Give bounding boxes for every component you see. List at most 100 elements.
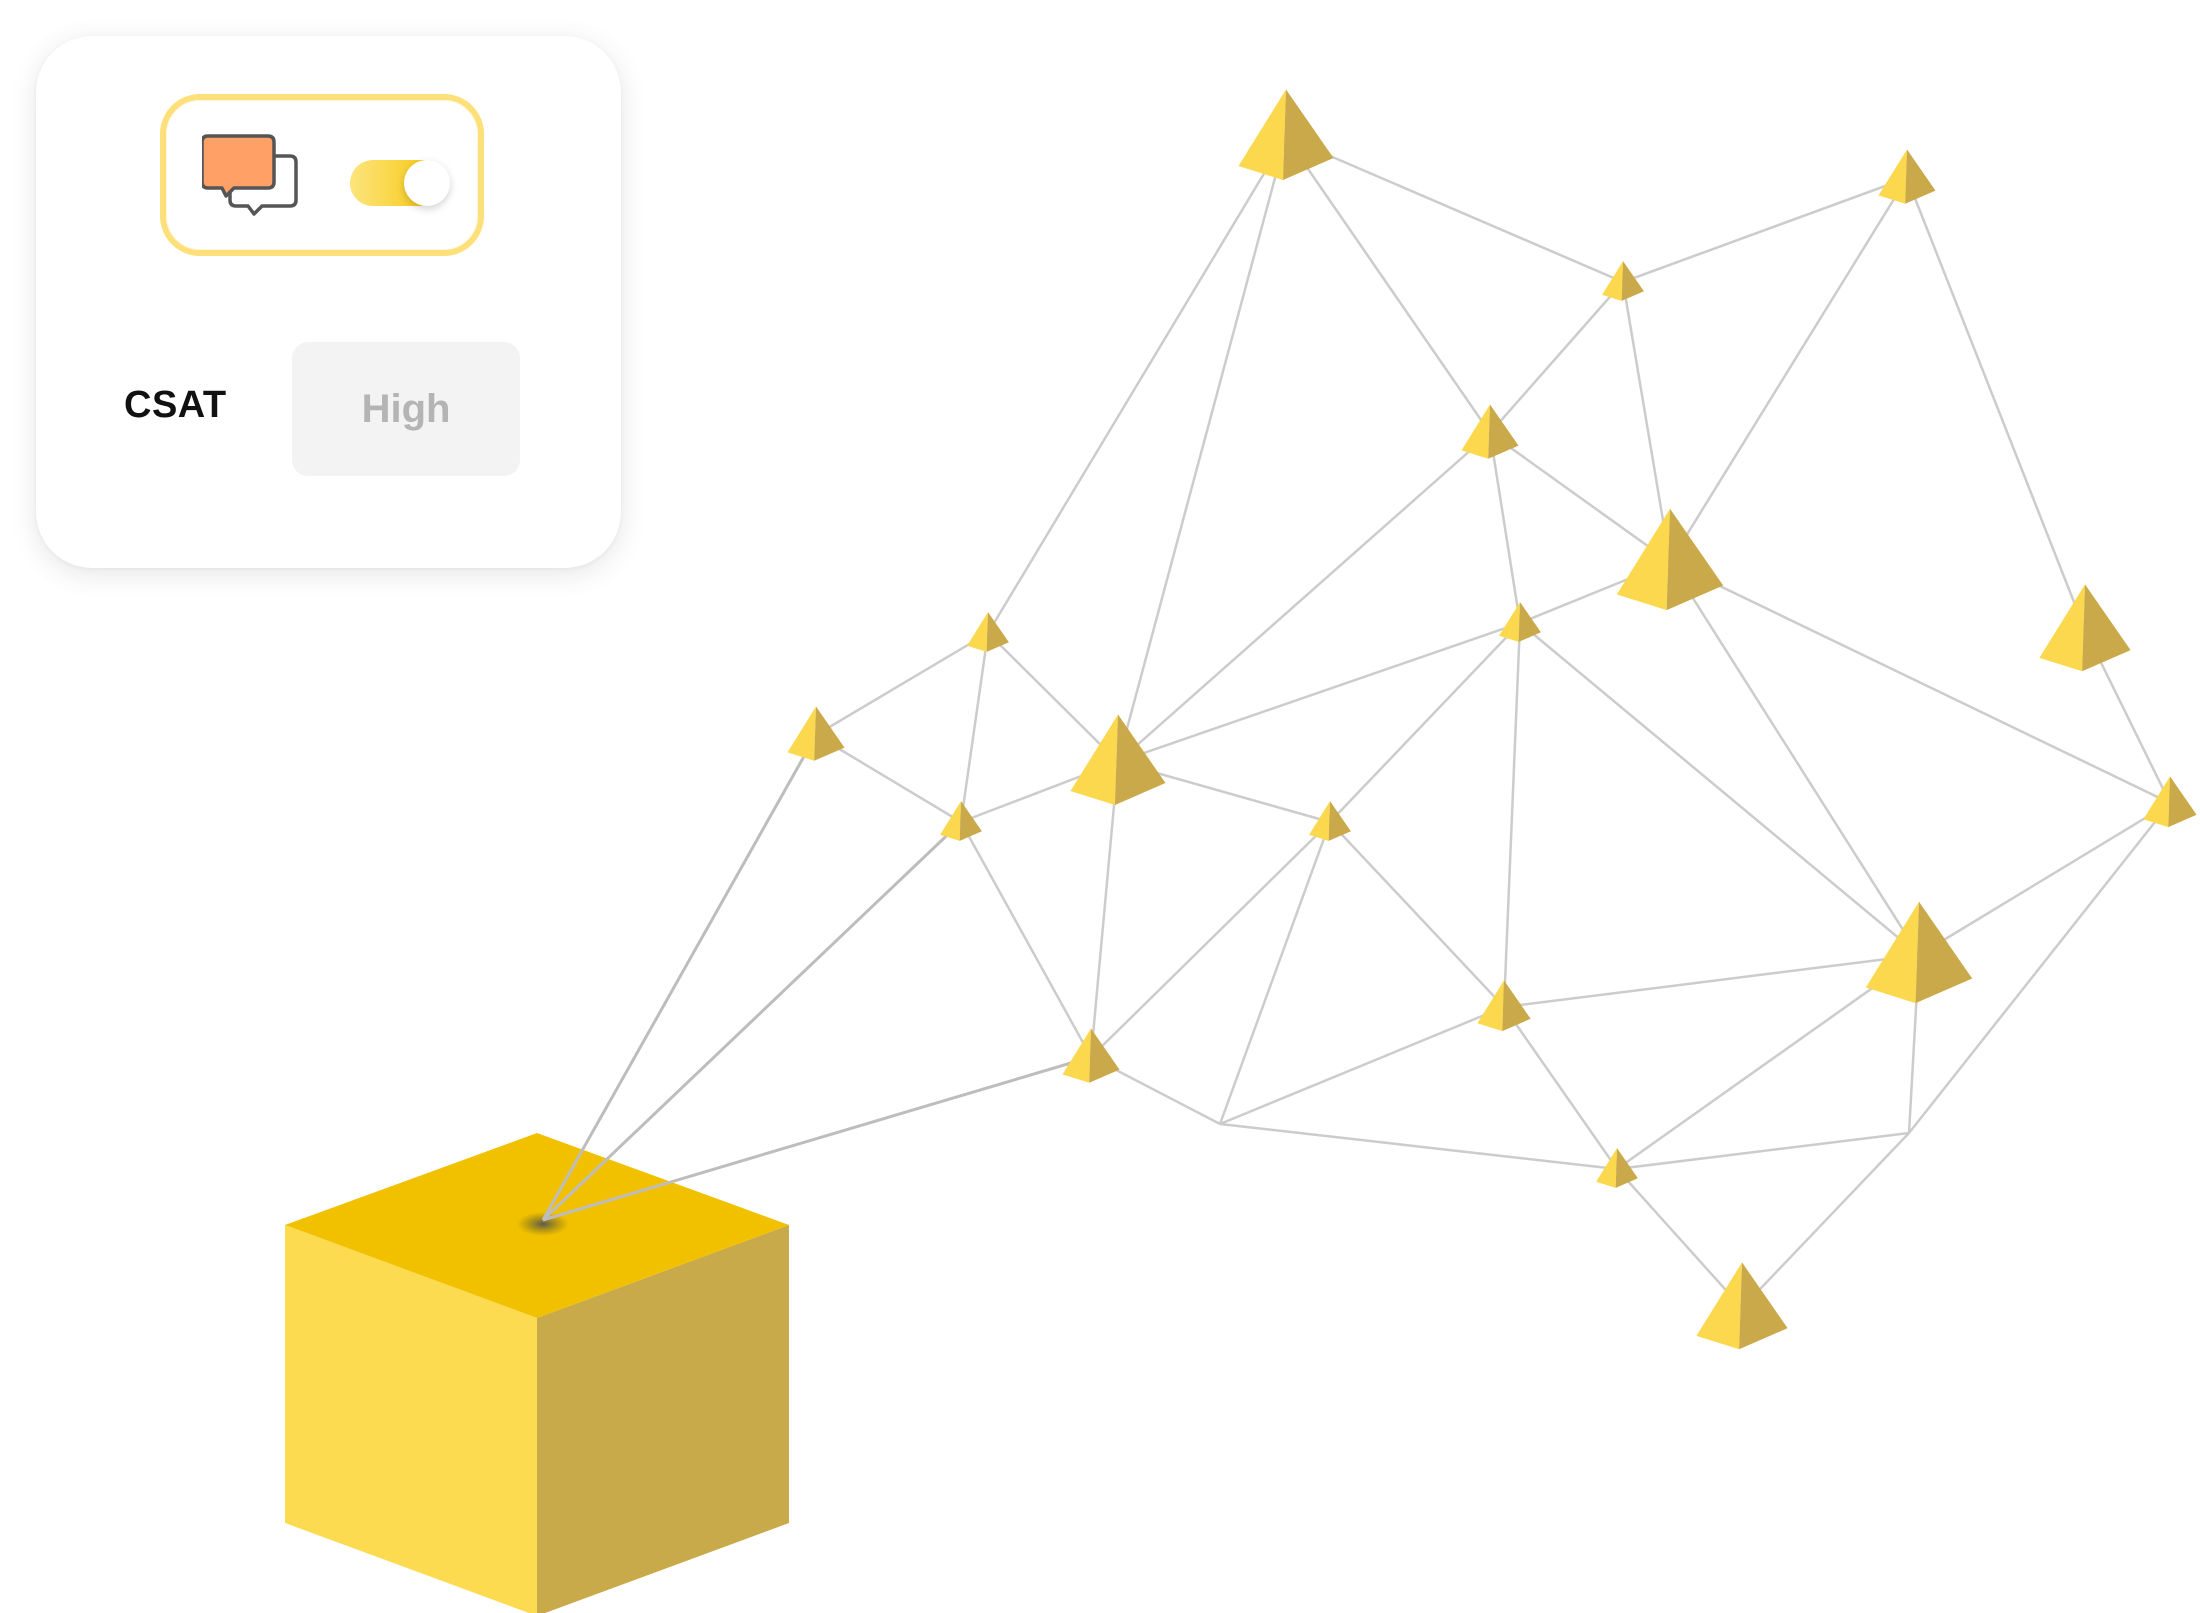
pyramid-node xyxy=(940,801,982,841)
toggle-knob[interactable] xyxy=(404,160,450,206)
pyramid-dark-face xyxy=(1502,980,1531,1032)
network-edge xyxy=(1741,1132,1910,1309)
pyramid-light-face xyxy=(967,612,988,652)
pyramid-node xyxy=(1596,1148,1638,1188)
metric-value-field[interactable]: High xyxy=(292,342,520,476)
pyramid-light-face xyxy=(1596,1148,1617,1188)
pyramid-light-face xyxy=(1062,1028,1091,1083)
network-edge xyxy=(1219,1005,1505,1126)
network-edge xyxy=(987,632,1119,763)
cube-edge xyxy=(541,734,818,1221)
network-edge xyxy=(1219,1122,1618,1171)
network-edge xyxy=(1489,281,1624,434)
pyramid-node xyxy=(1070,714,1166,805)
network-edge xyxy=(986,136,1288,634)
pyramid-dark-face xyxy=(1905,149,1936,204)
network-edge xyxy=(1117,432,1491,763)
toggle-switch[interactable] xyxy=(350,160,450,206)
network-edge xyxy=(1329,622,1521,823)
pyramid-light-face xyxy=(1878,149,1907,204)
pyramid-node xyxy=(1477,980,1531,1032)
pyramid-dark-face xyxy=(986,612,1009,652)
pyramid-nodes xyxy=(787,89,2197,1350)
network-edge xyxy=(1616,1168,1743,1309)
pyramid-dark-face xyxy=(2082,584,2131,672)
channel-toggle-panel xyxy=(160,94,484,256)
pyramid-dark-face xyxy=(1666,508,1724,611)
network-edge xyxy=(959,821,1093,1058)
pyramid-node xyxy=(1865,901,1973,1004)
network-edge xyxy=(1329,821,1505,1008)
pyramid-dark-face xyxy=(1115,714,1166,805)
pyramid-dark-face xyxy=(1518,602,1541,642)
pyramid-light-face xyxy=(1602,261,1623,301)
pyramid-dark-face xyxy=(1615,1148,1638,1188)
cube-block xyxy=(285,1133,789,1613)
pyramid-light-face xyxy=(2039,584,2085,672)
pyramid-node xyxy=(1878,149,1936,204)
pyramid-light-face xyxy=(787,706,816,761)
pyramid-light-face xyxy=(1696,1262,1742,1350)
network-edge xyxy=(1616,1131,1910,1171)
pyramid-light-face xyxy=(940,801,961,841)
network-edge xyxy=(1621,281,1672,563)
pyramid-dark-face xyxy=(2168,776,2197,828)
pyramid-light-face xyxy=(1070,714,1118,805)
pyramid-node xyxy=(1616,508,1724,611)
pyramid-dark-face xyxy=(1488,404,1519,459)
network-edge xyxy=(1503,953,1920,1009)
pyramid-dark-face xyxy=(959,801,982,841)
network-edge xyxy=(1090,821,1331,1058)
metric-label: CSAT xyxy=(124,384,227,426)
network-edge xyxy=(959,632,990,823)
metric-value: High xyxy=(361,386,451,431)
pyramid-dark-face xyxy=(814,706,845,761)
pyramid-light-face xyxy=(1477,980,1504,1032)
cube-left-face xyxy=(285,1225,537,1613)
network-edge xyxy=(1284,136,1492,434)
pyramid-light-face xyxy=(2143,776,2170,828)
network-edge xyxy=(1918,801,2171,957)
pyramid-node xyxy=(967,612,1009,652)
pyramid-dark-face xyxy=(1739,1262,1788,1350)
cube-edge xyxy=(542,1055,1092,1222)
pyramid-dark-face xyxy=(1089,1028,1120,1083)
network-edge xyxy=(815,631,989,737)
pyramid-node xyxy=(787,706,845,761)
chat-bubbles-icon xyxy=(202,134,298,216)
network-edge xyxy=(1908,802,2171,1134)
network-edges xyxy=(815,135,2172,1309)
network-edge xyxy=(1668,561,1921,956)
network-edge xyxy=(1668,177,1909,563)
network-edge xyxy=(1519,622,1920,956)
pyramid-node xyxy=(1238,89,1334,180)
cube-connection-lines xyxy=(541,734,1092,1222)
network-edge xyxy=(1502,622,1522,1008)
pyramid-light-face xyxy=(1309,801,1330,841)
pyramid-dark-face xyxy=(1621,261,1644,301)
network-edge xyxy=(1905,177,2087,631)
network-edge xyxy=(1117,621,1521,764)
pyramid-node xyxy=(1499,602,1541,642)
pyramid-light-face xyxy=(1461,404,1490,459)
pyramid-node xyxy=(1461,404,1519,459)
network-edge xyxy=(1218,821,1332,1125)
csat-card: CSAT High xyxy=(36,36,621,568)
network-edge xyxy=(1089,761,1120,1058)
pyramid-node xyxy=(2039,584,2131,672)
pyramid-dark-face xyxy=(1283,89,1334,180)
network-edge xyxy=(1116,136,1288,763)
network-edge xyxy=(1285,135,1624,284)
network-edge xyxy=(1488,432,1522,624)
cube-connection-hole xyxy=(517,1212,569,1236)
pyramid-dark-face xyxy=(1328,801,1351,841)
pyramid-dark-face xyxy=(1915,901,1973,1004)
pyramid-node xyxy=(1602,261,1644,301)
network-edge xyxy=(1489,431,1671,564)
network-edge xyxy=(815,733,962,824)
pyramid-light-face xyxy=(1865,901,1919,1004)
pyramid-node xyxy=(1062,1028,1120,1083)
pyramid-light-face xyxy=(1238,89,1286,180)
pyramid-node xyxy=(1696,1262,1788,1350)
